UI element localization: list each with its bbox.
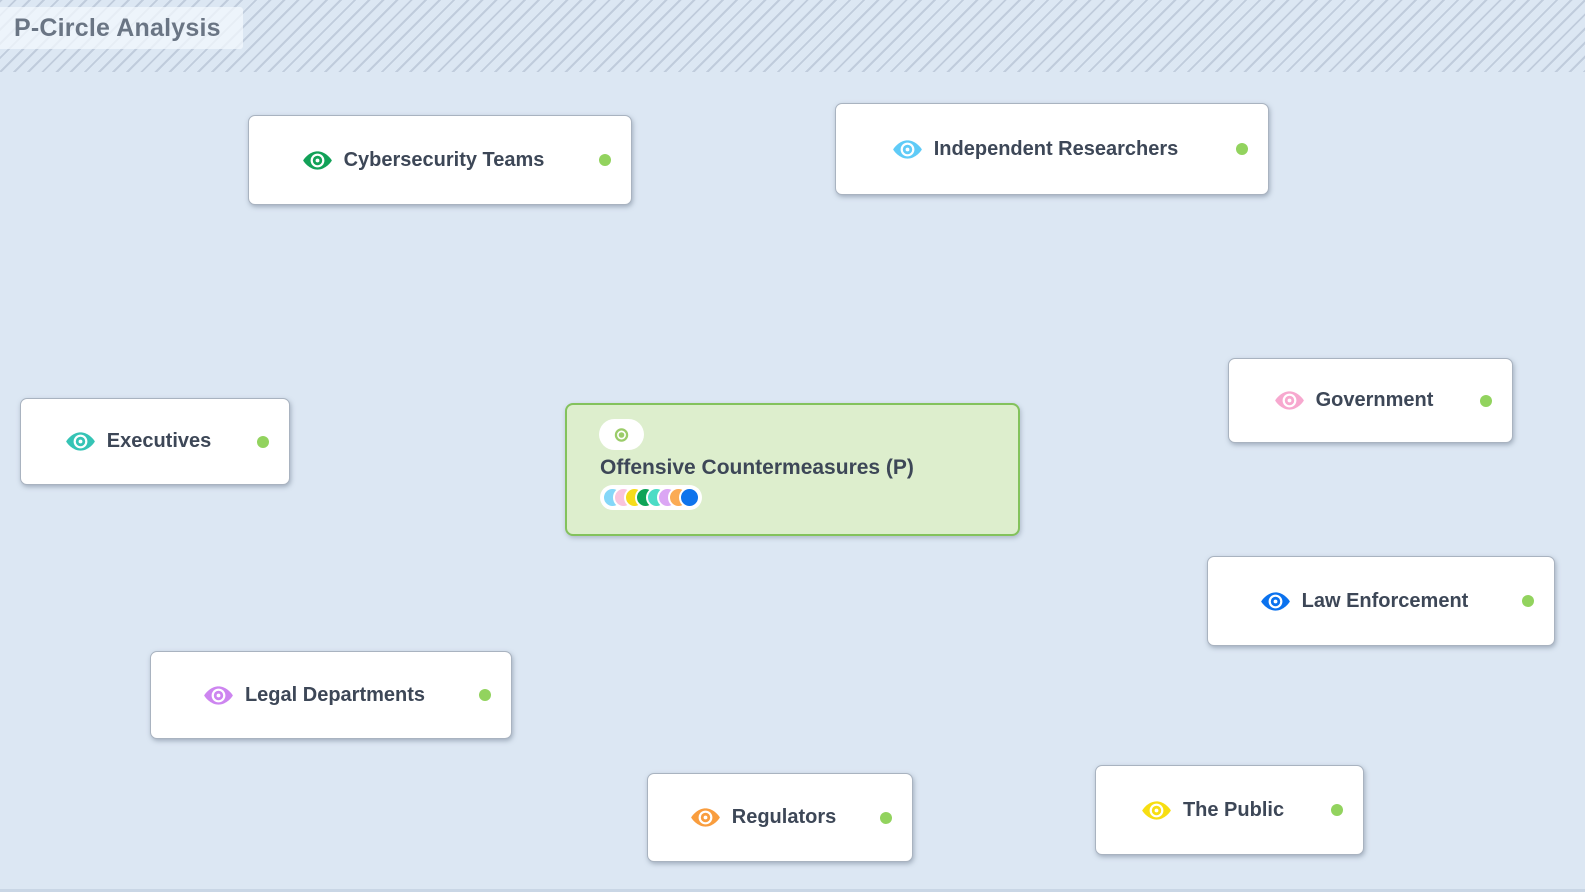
- stakeholder-label: Cybersecurity Teams: [343, 148, 545, 171]
- card-content: Government: [1274, 389, 1468, 412]
- eye-icon: [1260, 590, 1291, 613]
- stakeholder-node-independent-researchers[interactable]: Independent Researchers: [835, 103, 1269, 195]
- stakeholder-avatars: [600, 485, 702, 510]
- stakeholder-label: Government: [1315, 389, 1434, 411]
- eye-icon: [690, 806, 721, 829]
- header-hatched-band: P-Circle Analysis: [0, 0, 1585, 72]
- eye-icon: [1141, 799, 1172, 822]
- card-content: Legal Departments: [203, 684, 459, 707]
- stakeholder-label: The Public: [1182, 798, 1285, 821]
- stakeholder-node-executives[interactable]: Executives: [20, 398, 290, 485]
- member-avatar-law-enforcement: [679, 487, 700, 508]
- status-dot: [1331, 804, 1343, 816]
- card-content: Regulators: [690, 806, 870, 829]
- status-dot: [599, 154, 611, 166]
- stakeholder-label: Legal Departments: [244, 683, 426, 706]
- eye-icon: [599, 419, 644, 450]
- card-content: Independent Researchers: [892, 138, 1213, 161]
- eye-icon: [302, 149, 333, 172]
- status-dot: [1480, 394, 1492, 407]
- eye-icon: [892, 138, 923, 161]
- stakeholder-label: Independent Researchers: [933, 137, 1179, 160]
- card-content: The Public: [1141, 799, 1318, 822]
- status-dot: [1522, 595, 1534, 607]
- stakeholder-label: Regulators: [731, 806, 837, 828]
- stakeholder-node-cybersecurity-teams[interactable]: Cybersecurity Teams: [248, 115, 632, 205]
- eye-icon: [203, 684, 234, 707]
- stakeholder-label: Law Enforcement: [1301, 589, 1469, 612]
- card-content: Executives: [65, 430, 246, 453]
- central-node-title: Offensive Countermeasures (P): [600, 456, 914, 479]
- stakeholder-node-legal-departments[interactable]: Legal Departments: [150, 651, 512, 739]
- status-dot: [257, 435, 269, 448]
- card-content: Cybersecurity Teams: [302, 149, 579, 172]
- status-dot: [1236, 143, 1248, 155]
- stakeholder-label: Executives: [106, 430, 212, 452]
- card-content: Law Enforcement: [1260, 590, 1503, 613]
- stakeholder-node-regulators[interactable]: Regulators: [647, 773, 913, 862]
- status-dot: [880, 811, 892, 824]
- stakeholder-node-law-enforcement[interactable]: Law Enforcement: [1207, 556, 1555, 646]
- eye-icon: [1274, 389, 1305, 412]
- status-dot: [479, 689, 491, 701]
- central-node-card[interactable]: Offensive Countermeasures (P): [565, 403, 1020, 536]
- stakeholder-node-government[interactable]: Government: [1228, 358, 1513, 443]
- eye-icon: [65, 430, 96, 453]
- stakeholder-node-the-public[interactable]: The Public: [1095, 765, 1364, 855]
- canvas-bottom-edge: [0, 889, 1585, 892]
- page-title: P-Circle Analysis: [0, 7, 243, 49]
